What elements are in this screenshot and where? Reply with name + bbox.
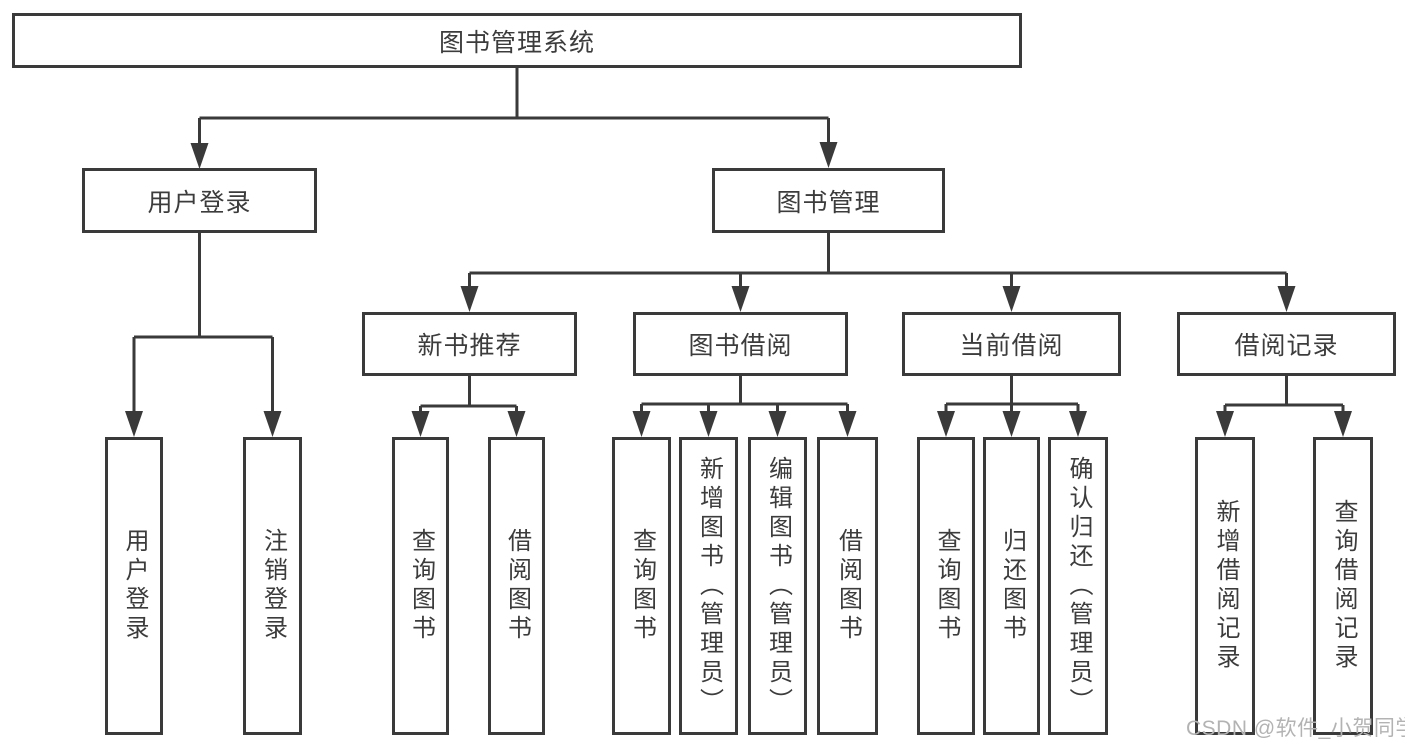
leaf-newbook-borrow-books: 借阅图书 xyxy=(488,437,545,735)
leaf-logout: 注销登录 xyxy=(243,437,302,735)
leaf-borrow-edit-books-admin: 编辑图书（管理员） xyxy=(748,437,807,735)
node-borrowing-records: 借阅记录 xyxy=(1177,312,1396,376)
leaf-records-query-borrow-record: 查询借阅记录 xyxy=(1313,437,1373,735)
leaf-borrow-add-books-admin: 新增图书（管理员） xyxy=(679,437,738,735)
node-current-borrowing: 当前借阅 xyxy=(902,312,1121,376)
node-book-management: 图书管理 xyxy=(712,168,945,233)
node-new-book-recommendation: 新书推荐 xyxy=(362,312,577,376)
leaf-borrow-query-books: 查询图书 xyxy=(612,437,671,735)
csdn-watermark: CSDN @软件_小贺同学 xyxy=(1186,717,1405,740)
leaf-newbook-query-books: 查询图书 xyxy=(392,437,449,735)
leaf-current-query-books: 查询图书 xyxy=(917,437,975,735)
node-book-borrowing: 图书借阅 xyxy=(633,312,848,376)
leaf-borrow-borrow-books: 借阅图书 xyxy=(817,437,878,735)
leaf-current-return-books: 归还图书 xyxy=(983,437,1040,735)
leaf-records-add-borrow-record: 新增借阅记录 xyxy=(1195,437,1255,735)
leaf-current-confirm-return-admin: 确认归还（管理员） xyxy=(1048,437,1108,735)
node-library-management-system: 图书管理系统 xyxy=(12,13,1022,68)
leaf-user-login: 用户登录 xyxy=(105,437,163,735)
node-user-login: 用户登录 xyxy=(82,168,317,233)
